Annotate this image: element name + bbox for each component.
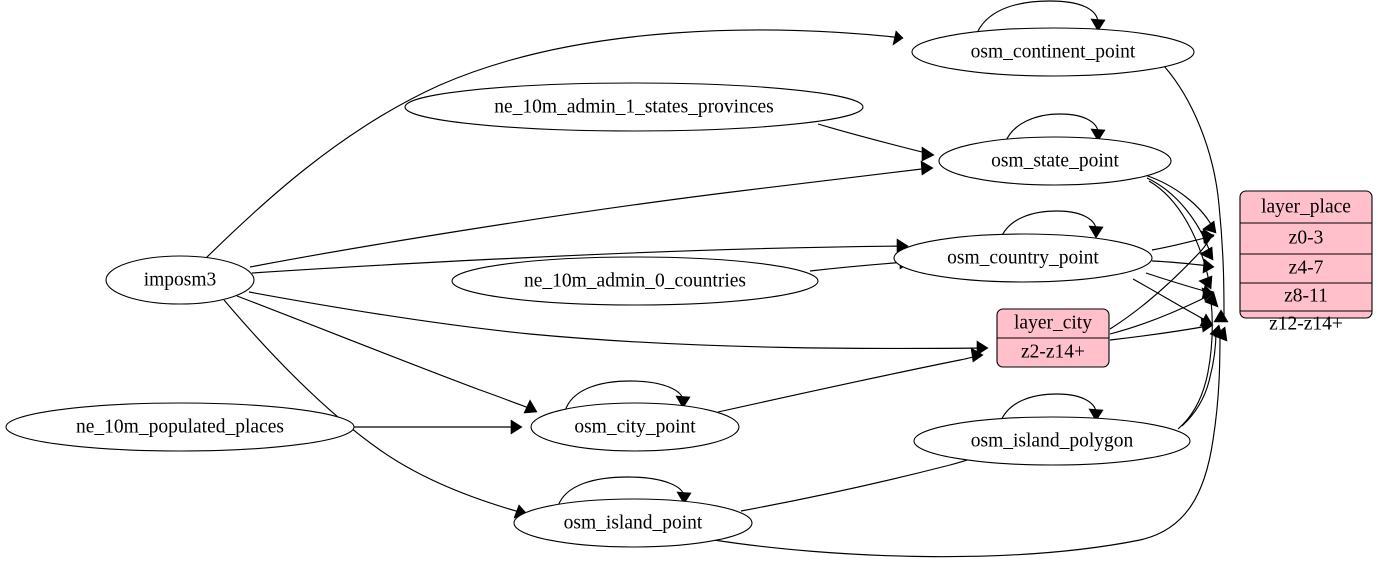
node-osm-continent-point[interactable]: osm_continent_point	[911, 27, 1195, 77]
self-loop-osm-island-polygon	[999, 393, 1104, 424]
edge-ne-states-provinces-to-osm-state-point	[817, 123, 935, 162]
self-loop-osm-city-point	[564, 380, 691, 412]
self-loop-osm-island-point	[557, 476, 692, 507]
edge-layer-city-to-layer-place-z12	[1109, 317, 1214, 341]
node-osm-island-polygon[interactable]: osm_island_polygon	[913, 416, 1191, 466]
node-imposm3[interactable]: imposm3	[105, 255, 255, 305]
edge-osm-continent-point-to-layer-place-z12	[1163, 65, 1229, 323]
self-loop-osm-state-point	[1004, 113, 1106, 144]
edge-ne-populated-places-to-osm-city-point	[354, 419, 523, 435]
node-layer: imposm3 ne_10m_admin_1_states_provinces …	[5, 27, 1373, 548]
edge-layer-city-to-layer-place-z0	[1109, 230, 1215, 330]
node-ne-10m-populated-places[interactable]: ne_10m_populated_places	[5, 402, 355, 452]
edge-osm-island-polygon-to-layer-place-z8	[1177, 292, 1219, 430]
edge-layer-city-to-layer-place-z8	[1109, 287, 1215, 335]
edge-osm-country-point-to-layer-place-z4	[1151, 258, 1215, 274]
edge-osm-city-point-to-layer-city	[717, 347, 984, 413]
node-ne-10m-admin-1-states-provinces[interactable]: ne_10m_admin_1_states_provinces	[404, 82, 864, 132]
edge-imposm3-to-layer-city	[248, 291, 989, 356]
node-osm-island-point[interactable]: osm_island_point	[513, 498, 753, 548]
node-ne-10m-admin-0-countries[interactable]: ne_10m_admin_0_countries	[451, 256, 819, 306]
edge-osm-country-point-to-layer-place-z12	[1132, 278, 1213, 327]
edge-imposm3-to-osm-city-point	[236, 295, 538, 414]
edge-osm-island-polygon-to-layer-place-z12	[1181, 324, 1224, 427]
edge-osm-state-point-to-layer-place-z0	[1144, 174, 1217, 234]
node-osm-country-point[interactable]: osm_country_point	[893, 233, 1153, 283]
node-layer-city[interactable]: layer_city z2-z14+	[996, 308, 1110, 368]
node-osm-city-point[interactable]: osm_city_point	[530, 402, 740, 452]
node-layer-place[interactable]: layer_place z0-3 z4-7 z8-11 z12-z14+	[1239, 190, 1373, 334]
self-loop-osm-continent-point	[977, 0, 1106, 32]
edge-imposm3-to-osm-state-point	[249, 160, 934, 268]
edge-imposm3-to-osm-continent-point	[204, 29, 904, 260]
self-loop-osm-country-point	[999, 210, 1104, 241]
node-osm-state-point[interactable]: osm_state_point	[938, 136, 1172, 186]
